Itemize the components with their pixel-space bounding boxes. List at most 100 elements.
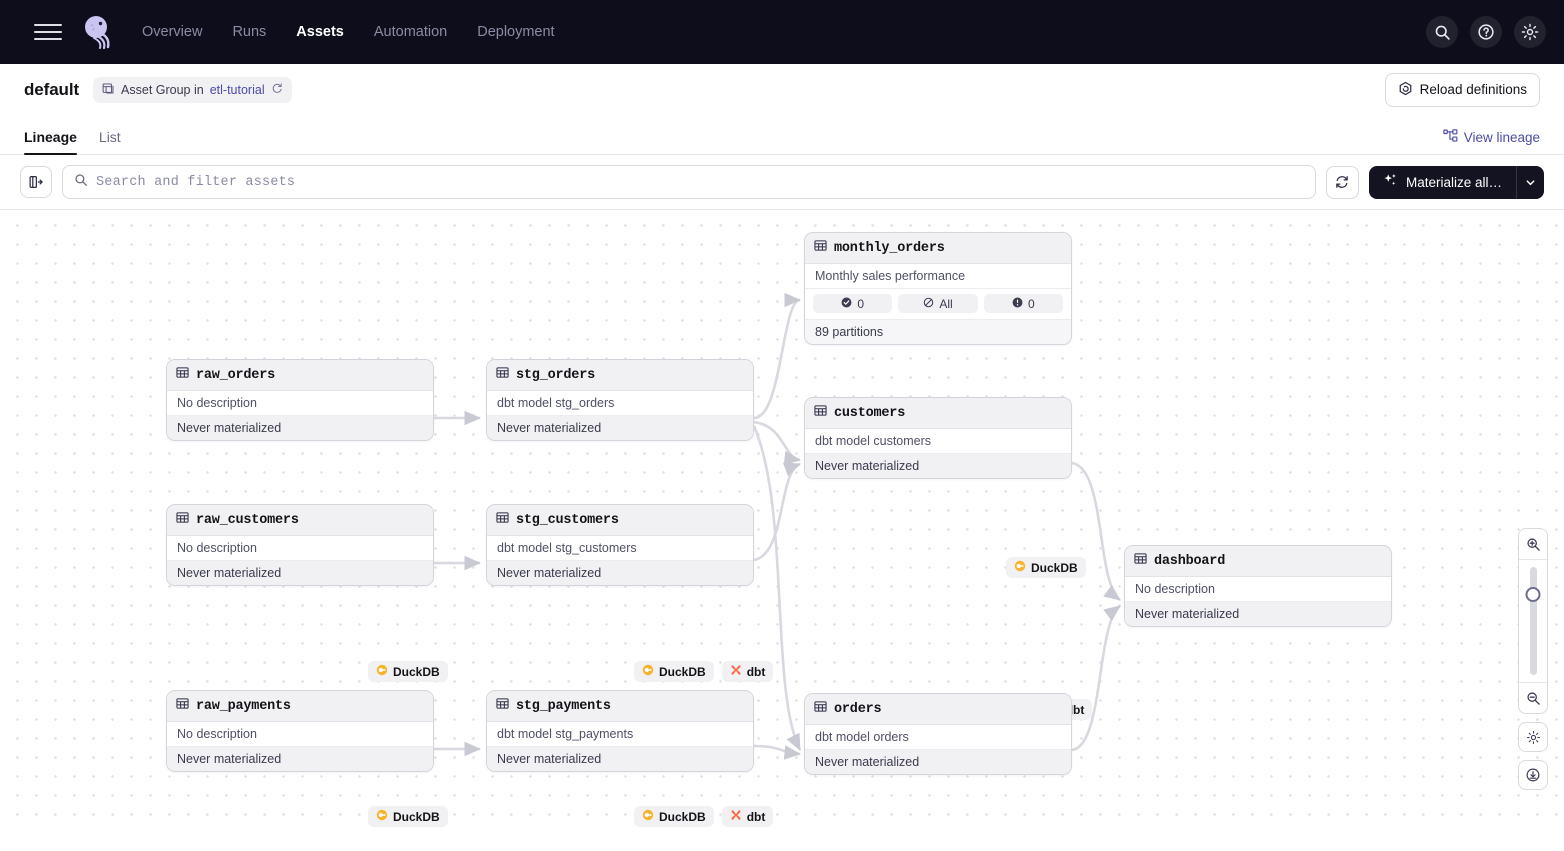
asset-tags-raw_orders: DuckDB	[368, 661, 448, 682]
tag-duckdb[interactable]: DuckDB	[368, 661, 448, 682]
asset-group-chip-prefix: Asset Group in	[121, 83, 204, 97]
edge-orders-dashboard	[1072, 606, 1120, 750]
dbt-icon	[730, 664, 742, 679]
search-icon[interactable]	[1426, 16, 1458, 48]
search-icon	[74, 173, 88, 192]
asset-node-stg_orders[interactable]: stg_orders dbt model stg_orders Never ma…	[486, 359, 754, 441]
asset-node-title: stg_payments	[516, 699, 611, 714]
asset-node-title: stg_customers	[516, 513, 619, 528]
sparkle-icon	[1383, 173, 1398, 191]
asset-node-partitions: 89 partitions	[805, 320, 1071, 344]
zoom-out-icon[interactable]	[1518, 683, 1548, 713]
edge-stg_customers-customers	[754, 464, 800, 560]
asset-node-raw_payments[interactable]: raw_payments No description Never materi…	[166, 690, 434, 772]
materialize-all-button[interactable]: Materialize all…	[1369, 166, 1516, 199]
nav-link-automation[interactable]: Automation	[374, 24, 447, 40]
edge-stg_orders-orders	[754, 426, 800, 750]
tag-duckdb[interactable]: DuckDB	[368, 806, 448, 827]
help-icon[interactable]	[1470, 16, 1502, 48]
tag-dbt[interactable]: dbt	[722, 806, 774, 827]
asset-node-title: stg_orders	[516, 368, 595, 383]
asset-node-status: Never materialized	[167, 416, 433, 440]
tag-dbt[interactable]: dbt	[722, 661, 774, 682]
view-lineage-link[interactable]: View lineage	[1443, 129, 1540, 146]
dagster-logo[interactable]	[78, 11, 120, 53]
asset-node-title: dashboard	[1154, 554, 1225, 569]
asset-node-header: orders	[805, 694, 1071, 725]
lineage-toolbar: Materialize all…	[0, 155, 1564, 210]
asset-node-description: dbt model stg_payments	[487, 722, 753, 747]
search-input[interactable]	[96, 175, 1304, 190]
asset-node-raw_customers[interactable]: raw_customers No description Never mater…	[166, 504, 434, 586]
refresh-icon[interactable]	[271, 82, 283, 97]
tag-label: DuckDB	[393, 810, 440, 824]
fit-to-screen-icon[interactable]	[1518, 760, 1548, 790]
refresh-button[interactable]	[1326, 166, 1359, 199]
nav-link-deployment[interactable]: Deployment	[477, 24, 554, 40]
asset-group-chip[interactable]: Asset Group in etl-tutorial	[93, 77, 292, 103]
asset-node-description: dbt model stg_orders	[487, 391, 753, 416]
zoom-controls	[1518, 528, 1548, 790]
asset-node-header: stg_payments	[487, 691, 753, 722]
status-badge-materialized: 0	[813, 294, 892, 313]
asset-node-customers[interactable]: customers dbt model customers Never mate…	[804, 397, 1072, 479]
asset-node-header: raw_orders	[167, 360, 433, 391]
nav-right-icons	[1426, 0, 1546, 64]
asset-node-title: raw_orders	[196, 368, 275, 383]
tag-duckdb[interactable]: DuckDB	[1006, 557, 1086, 578]
nav-link-assets[interactable]: Assets	[296, 24, 344, 40]
asset-tags-raw_customers: DuckDB	[368, 806, 448, 827]
table-icon	[176, 511, 189, 529]
tab-lineage[interactable]: Lineage	[24, 129, 77, 154]
settings-gear-icon[interactable]	[1514, 16, 1546, 48]
tag-label: dbt	[747, 665, 766, 679]
reload-icon	[1398, 81, 1413, 99]
hamburger-icon[interactable]	[34, 18, 62, 46]
search-box[interactable]	[62, 165, 1316, 199]
table-icon	[814, 239, 827, 257]
tag-label: DuckDB	[659, 665, 706, 679]
asset-group-chip-link[interactable]: etl-tutorial	[210, 83, 265, 97]
asset-node-raw_orders[interactable]: raw_orders No description Never material…	[166, 359, 434, 441]
zoom-slider[interactable]	[1519, 559, 1547, 683]
check-circle-icon	[841, 297, 852, 311]
table-icon	[496, 366, 509, 384]
lineage-canvas[interactable]: monthly_orders Monthly sales performance…	[0, 210, 1564, 832]
status-badge-failed: 0	[984, 294, 1063, 313]
exclamation-circle-icon	[1012, 297, 1023, 311]
asset-group-icon	[102, 82, 115, 98]
asset-node-orders[interactable]: orders dbt model orders Never materializ…	[804, 693, 1072, 775]
status-badge-materialized-count: 0	[857, 297, 864, 311]
asset-node-dashboard[interactable]: dashboard No description Never materiali…	[1124, 545, 1392, 627]
table-icon	[814, 404, 827, 422]
zoom-in-icon[interactable]	[1518, 529, 1548, 559]
tab-list[interactable]: List	[99, 129, 121, 154]
asset-node-header: dashboard	[1125, 546, 1391, 577]
asset-node-title: raw_payments	[196, 699, 291, 714]
panel-toggle-icon[interactable]	[20, 166, 52, 198]
tag-duckdb[interactable]: DuckDB	[634, 806, 714, 827]
nav-link-runs[interactable]: Runs	[232, 24, 266, 40]
page-header: default Asset Group in etl-tutorial Relo…	[0, 64, 1564, 115]
asset-node-description: dbt model stg_customers	[487, 536, 753, 561]
edge-stg_orders-customers	[754, 422, 800, 460]
asset-node-stg_customers[interactable]: stg_customers dbt model stg_customers Ne…	[486, 504, 754, 586]
asset-node-title: monthly_orders	[834, 241, 945, 256]
asset-node-title: raw_customers	[196, 513, 299, 528]
asset-node-stg_payments[interactable]: stg_payments dbt model stg_payments Neve…	[486, 690, 754, 772]
chevron-down-icon[interactable]	[1516, 166, 1544, 199]
asset-node-status: Never materialized	[805, 454, 1071, 478]
zoom-slider-thumb[interactable]	[1526, 587, 1541, 602]
duckdb-icon	[642, 809, 654, 824]
nav-link-overview[interactable]: Overview	[142, 24, 202, 40]
zoom-slider-group	[1518, 528, 1548, 714]
tag-duckdb[interactable]: DuckDB	[634, 661, 714, 682]
reload-definitions-button[interactable]: Reload definitions	[1385, 73, 1540, 107]
materialize-button-group: Materialize all…	[1369, 166, 1544, 199]
asset-node-monthly_orders[interactable]: monthly_orders Monthly sales performance…	[804, 232, 1072, 345]
asset-node-header: raw_payments	[167, 691, 433, 722]
graph-settings-gear-icon[interactable]	[1518, 722, 1548, 752]
tag-label: dbt	[747, 810, 766, 824]
asset-node-status: Never materialized	[167, 561, 433, 585]
asset-node-header: stg_orders	[487, 360, 753, 391]
